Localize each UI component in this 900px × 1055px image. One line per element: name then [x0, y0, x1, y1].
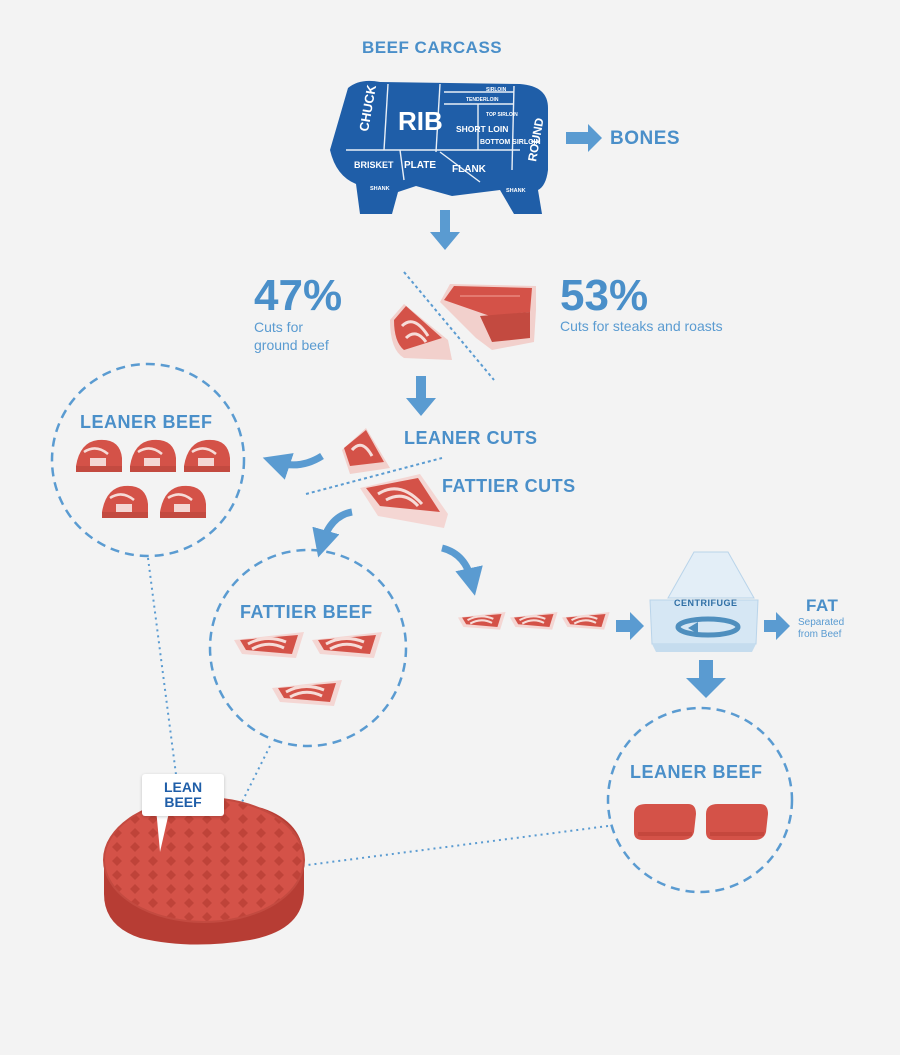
- down-arrow-icon: [430, 210, 460, 250]
- arrow-to-leaner-icon: [262, 452, 324, 480]
- centrifuge-icon: [649, 551, 759, 652]
- percent-47: 47%: [254, 271, 343, 320]
- ground-beef-desc-line1: Cuts for: [254, 319, 304, 335]
- leaner-beef-left-label: LEANER BEEF: [80, 412, 213, 432]
- fat-desc-line2: from Beef: [798, 629, 842, 640]
- steaks-roasts-desc: Cuts for steaks and roasts: [560, 318, 723, 334]
- beef-carcass-title: BEEF CARCASS: [362, 38, 503, 57]
- leaner-cut-icon: [340, 426, 392, 476]
- cut-top-sirloin: TOP SIRLOIN: [486, 112, 518, 118]
- to-fat-arrow-icon: [764, 612, 790, 640]
- connector-lines: [147, 557, 609, 867]
- bones-arrow-icon: [566, 124, 602, 152]
- cut-flank: FLANK: [452, 164, 487, 175]
- lean-beef-line1: LEAN: [163, 779, 203, 795]
- carcass-icon: CHUCK RIB SHORT LOIN SIRLOIN TENDERLOIN …: [330, 80, 548, 214]
- lean-beef-bubble: LEAN BEEF: [142, 774, 224, 816]
- ground-beef-cut-icon: [390, 304, 452, 360]
- fatty-wedge-icon-1: [232, 630, 306, 660]
- lean-steak-icon-1: [74, 438, 124, 474]
- fat-desc-line1: Separated: [798, 617, 845, 628]
- percent-53: 53%: [560, 271, 649, 320]
- fattier-beef-label: FATTIER BEEF: [240, 602, 373, 622]
- ground-beef-desc: Cuts for ground beef: [254, 318, 329, 354]
- fattier-beef-circle: [208, 548, 408, 748]
- to-centrifuge-arrow-icon: [616, 612, 644, 640]
- leaner-cuts-label: LEANER CUTS: [404, 428, 538, 448]
- leaner-beef-right-label: LEANER BEEF: [630, 762, 763, 782]
- down-arrow-icon-3: [686, 660, 726, 698]
- lean-block-icon-1: [632, 802, 698, 842]
- arrow-to-fattier-icon: [312, 508, 353, 558]
- fatty-wedge-icon-2: [310, 630, 384, 660]
- cut-tenderloin: TENDERLOIN: [466, 97, 499, 103]
- lean-beef-line2: BEEF: [164, 794, 202, 810]
- cut-short-loin: SHORT LOIN: [456, 124, 508, 134]
- fattier-cuts-label: FATTIER CUTS: [442, 476, 576, 496]
- leaner-beef-circle-right: [606, 706, 794, 894]
- cut-shank-rear: SHANK: [506, 188, 526, 194]
- cut-bottom-sirloin: BOTTOM SIRLOIN: [480, 139, 541, 146]
- lean-steak-icon-4: [100, 484, 150, 520]
- cut-shank-front: SHANK: [370, 186, 390, 192]
- bones-label: BONES: [610, 128, 681, 149]
- down-arrow-icon-2: [406, 376, 436, 416]
- ground-beef-desc-line2: ground beef: [254, 337, 329, 353]
- steak-roast-cut-icon: [440, 284, 536, 350]
- cut-brisket: BRISKET: [354, 160, 394, 170]
- cut-plate: PLATE: [404, 160, 436, 171]
- patty-icon: [103, 797, 305, 945]
- bubble-tail: [156, 808, 170, 852]
- lean-steak-icon-2: [128, 438, 178, 474]
- fattier-cut-icon: [360, 474, 448, 528]
- fat-desc: Separated from Beef: [798, 617, 844, 641]
- arrow-to-centrifuge-path-icon: [440, 544, 483, 596]
- centrifuge-input-wedges: [456, 610, 611, 631]
- lean-steak-icon-5: [158, 484, 208, 520]
- centrifuge-label: CENTRIFUGE: [674, 598, 738, 608]
- lean-block-icon-2: [704, 802, 770, 842]
- fatty-wedge-icon-3: [270, 678, 344, 708]
- leaner-beef-circle: [50, 362, 246, 558]
- fat-label: FAT: [806, 596, 839, 615]
- cut-sirloin: SIRLOIN: [486, 87, 507, 93]
- lean-steak-icon-3: [182, 438, 232, 474]
- cut-rib: RIB: [398, 106, 443, 136]
